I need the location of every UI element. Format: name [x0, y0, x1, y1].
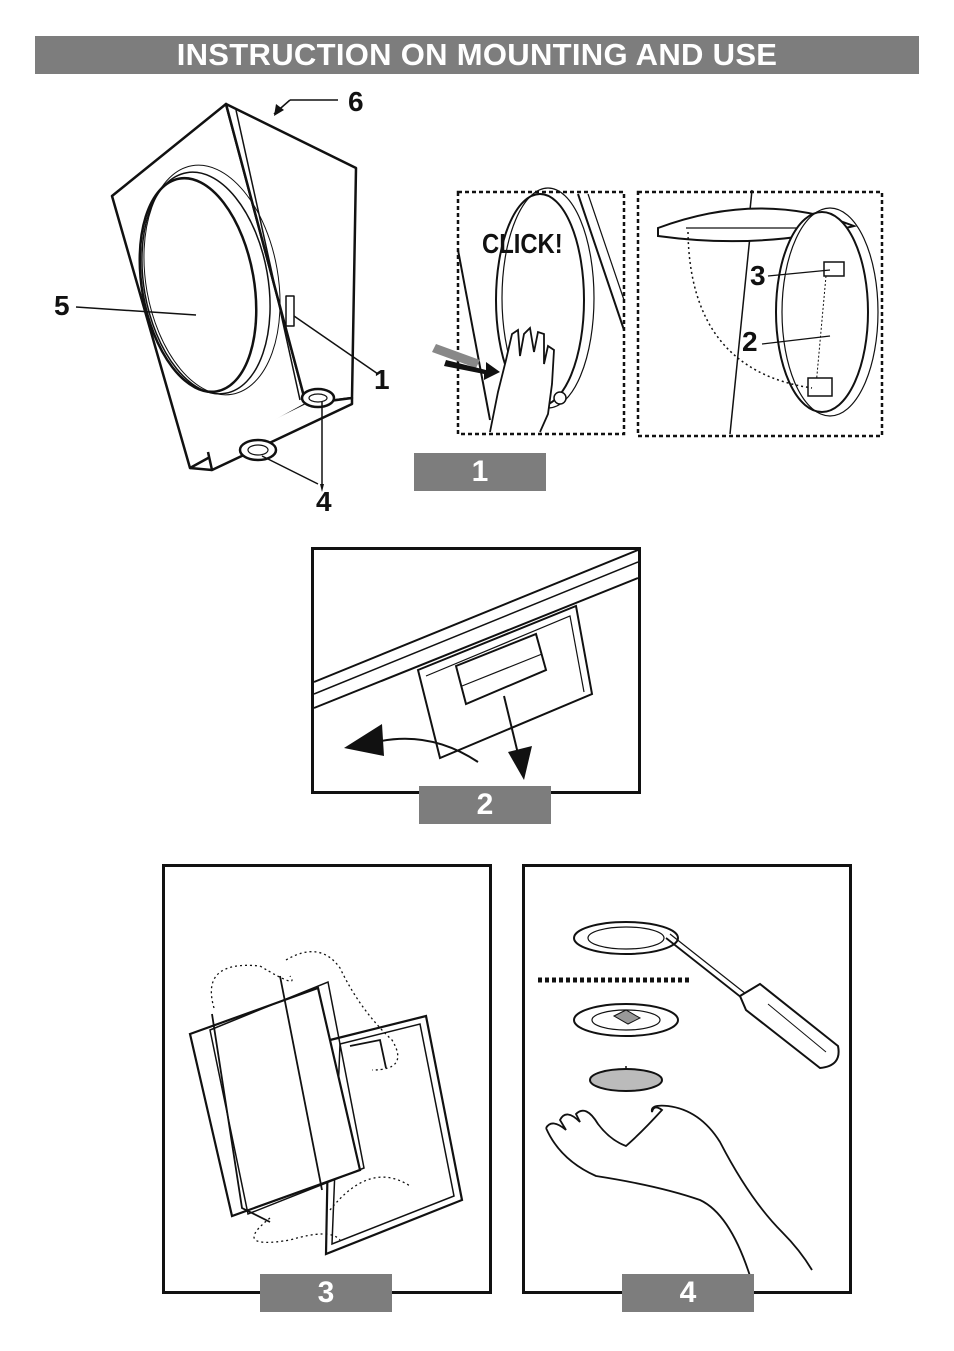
step-label-4: 4	[622, 1274, 754, 1312]
receiving-hand	[546, 1106, 812, 1276]
lamp-bulb	[590, 1069, 662, 1091]
screwdriver-handle	[740, 984, 839, 1068]
